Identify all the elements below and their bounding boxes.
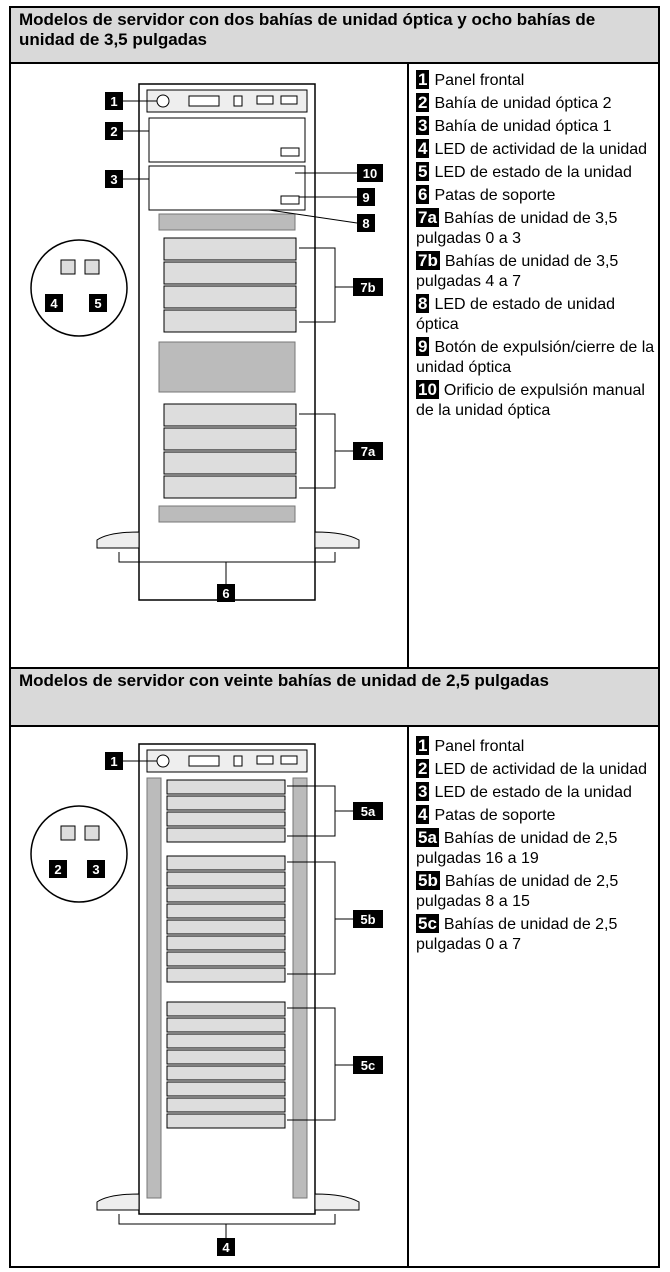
- svg-text:3: 3: [110, 172, 117, 187]
- svg-text:2: 2: [110, 124, 117, 139]
- svg-text:7a: 7a: [361, 444, 376, 459]
- svg-text:8: 8: [362, 216, 369, 231]
- section-2-title: Modelos de servidor con veinte bahías de…: [11, 667, 658, 727]
- callout-4: 4: [45, 294, 63, 312]
- svg-text:4: 4: [222, 1240, 230, 1255]
- server-figure-2-5-inch: 1 2 3 5a 5b 5c 4: [30, 743, 383, 1256]
- svg-text:5b: 5b: [360, 912, 375, 927]
- callout-5c: 5c: [353, 1056, 383, 1074]
- svg-text:2: 2: [54, 862, 61, 877]
- callout-5: 5: [89, 294, 107, 312]
- svg-text:3: 3: [92, 862, 99, 877]
- callout-5a: 5a: [353, 802, 383, 820]
- drive-bays-5a: [166, 779, 286, 843]
- drive-bays-7b: [163, 237, 297, 333]
- svg-text:4: 4: [50, 296, 58, 311]
- callout-7a: 7a: [353, 442, 383, 460]
- svg-text:7b: 7b: [360, 280, 375, 295]
- drive-bays-5b: [166, 855, 286, 983]
- section-2-column-divider: [407, 727, 409, 1266]
- svg-text:5a: 5a: [361, 804, 376, 819]
- callout-4: 4: [217, 1238, 235, 1256]
- callout-9: 9: [357, 188, 375, 206]
- svg-text:10: 10: [363, 166, 377, 181]
- section-1-title: Modelos de servidor con dos bahías de un…: [11, 8, 658, 64]
- svg-text:5c: 5c: [361, 1058, 375, 1073]
- callout-3: 3: [105, 170, 123, 188]
- drive-bays-7a: [163, 403, 297, 499]
- section-1-column-divider: [407, 64, 409, 667]
- callout-1: 1: [105, 752, 123, 770]
- callout-5b: 5b: [353, 910, 383, 928]
- callout-10: 10: [357, 164, 383, 182]
- callout-3: 3: [87, 860, 105, 878]
- svg-text:1: 1: [110, 94, 117, 109]
- callout-6: 6: [217, 584, 235, 602]
- svg-text:5: 5: [94, 296, 101, 311]
- callout-7b: 7b: [353, 278, 383, 296]
- server-figure-3-5-inch: 1 2 3 10 9 8 4 5 7b 7a 6: [30, 83, 383, 602]
- callout-2: 2: [105, 122, 123, 140]
- drive-bays-5c: [166, 1001, 286, 1129]
- svg-text:6: 6: [222, 586, 229, 601]
- callout-2: 2: [49, 860, 67, 878]
- svg-text:1: 1: [110, 754, 117, 769]
- callout-8: 8: [357, 214, 375, 232]
- document-table: Modelos de servidor con dos bahías de un…: [9, 6, 660, 1268]
- svg-text:9: 9: [362, 190, 369, 205]
- callout-1: 1: [105, 92, 123, 110]
